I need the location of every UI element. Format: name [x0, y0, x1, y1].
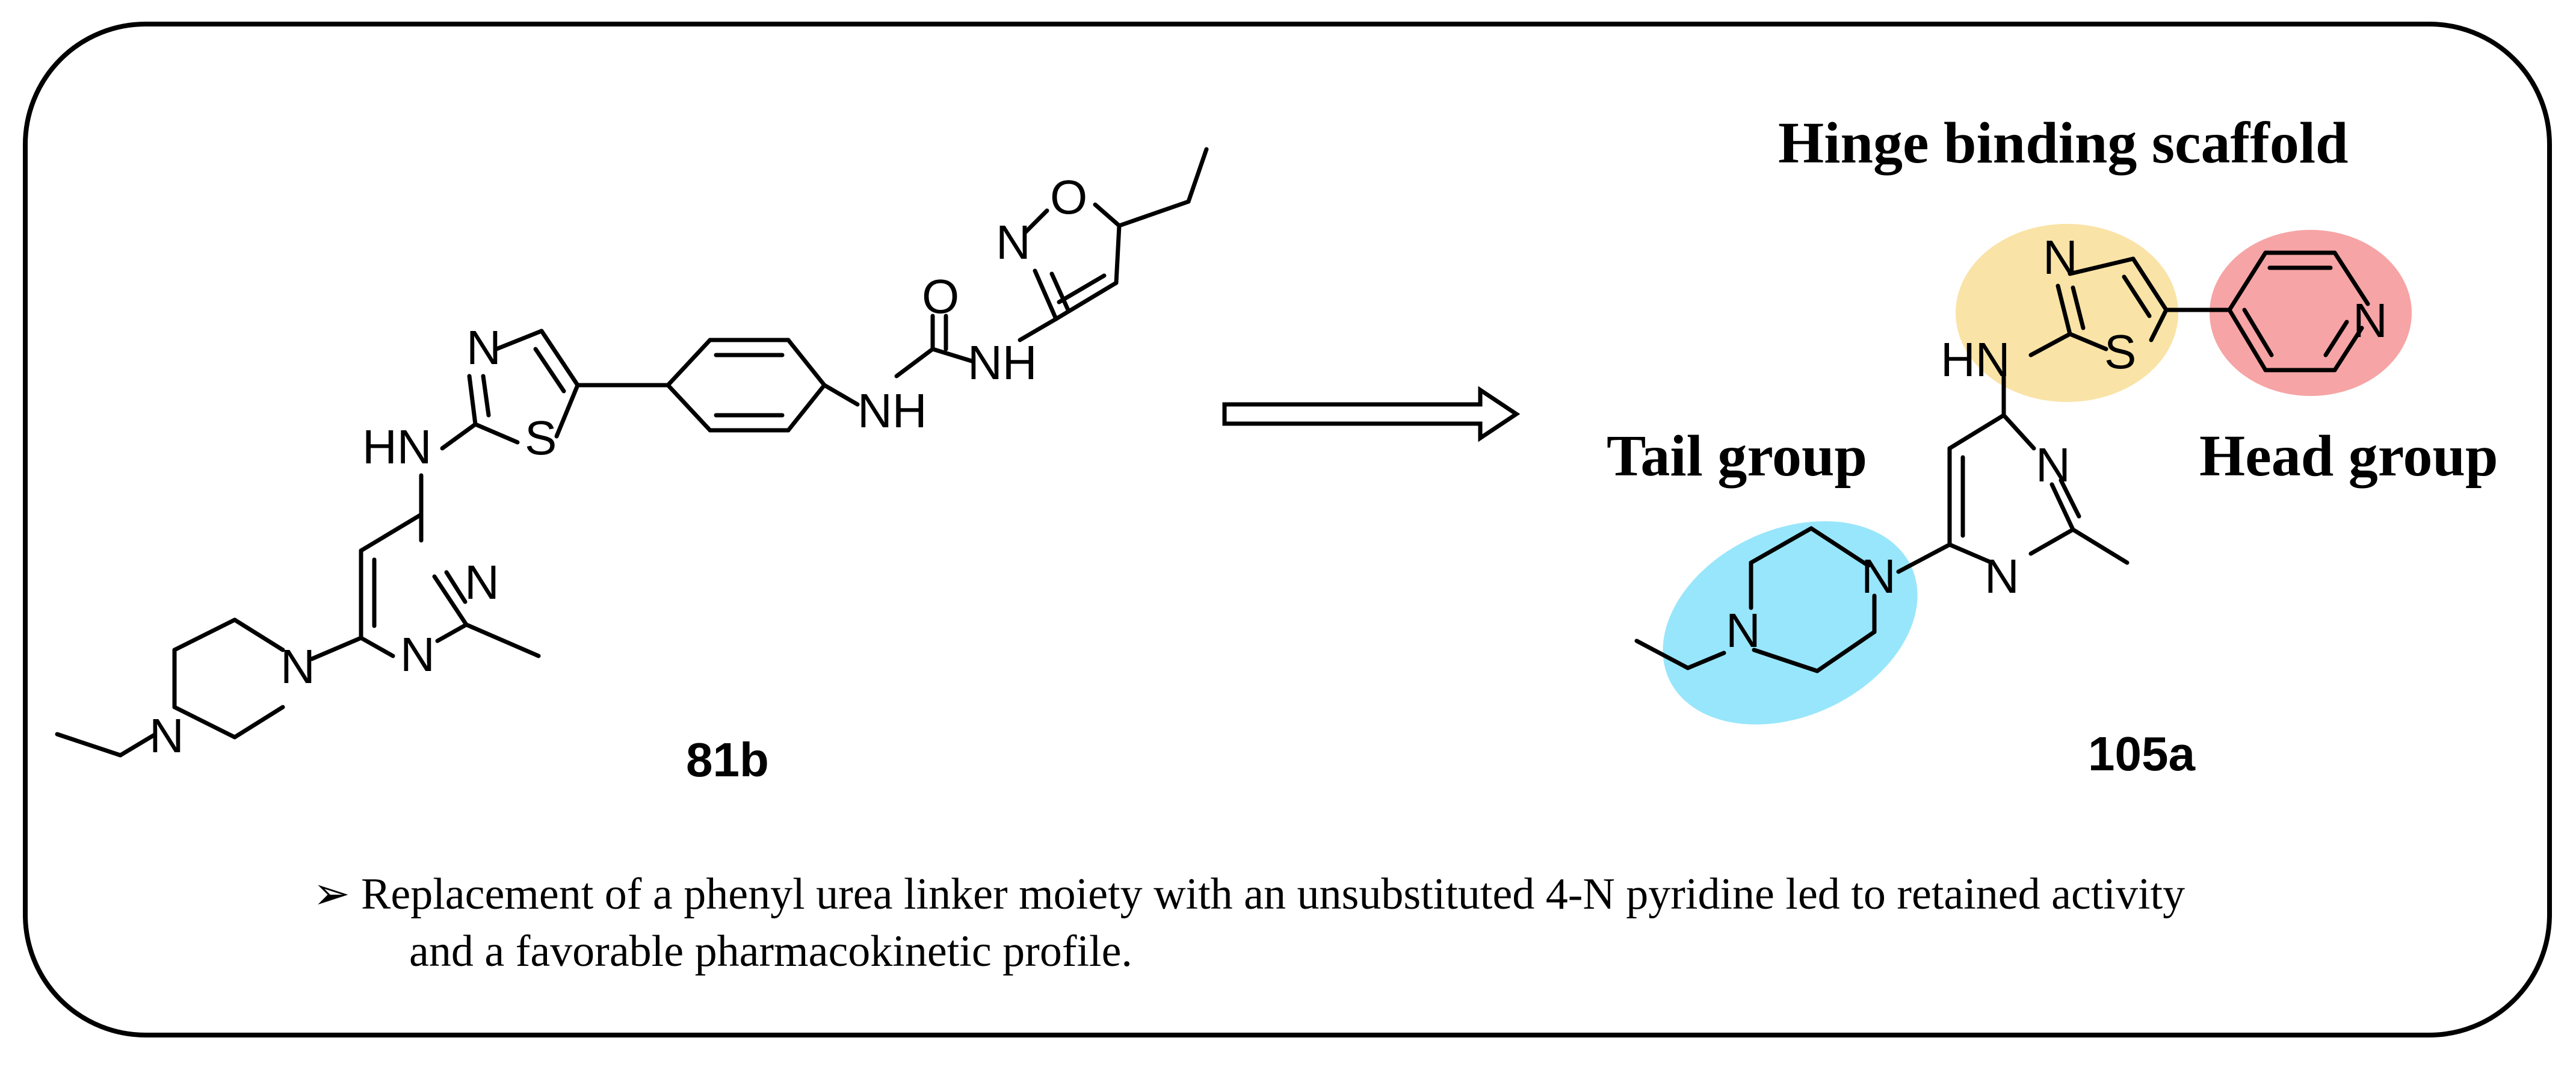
atom-label: N — [1726, 604, 1761, 657]
tail-highlight — [1663, 521, 1918, 725]
atom-label: N — [1985, 549, 2019, 603]
atom-label: N — [466, 321, 501, 374]
molecule-81b: HN N N N N N S NH O NH N O 81b — [55, 147, 1209, 787]
atom-label: HN — [1941, 333, 2010, 386]
frame-border — [23, 22, 2552, 1037]
head-group-label: Head group — [2199, 424, 2498, 489]
atom-label: N — [2036, 438, 2071, 492]
atom-label: NH — [968, 336, 1037, 389]
atom-label: NH — [857, 384, 927, 437]
hinge-highlight — [1956, 224, 2178, 402]
atom-label: N — [2043, 230, 2078, 284]
compound-label-105a: 105a — [2088, 727, 2195, 781]
compound-label-81b: 81b — [686, 733, 769, 787]
molecule-105a: N S HN N N N N N 105a — [1634, 224, 2412, 781]
molecule-81b-bonds — [55, 147, 1209, 758]
head-highlight — [2210, 230, 2412, 396]
atom-label: N — [465, 555, 499, 609]
note-bullet-arrow: ➢ — [313, 870, 350, 919]
atom-label: N — [1861, 549, 1896, 603]
atom-label: S — [525, 411, 557, 465]
retrosynthesis-arrow — [1222, 386, 1521, 442]
hinge-binding-scaffold-label: Hinge binding scaffold — [1778, 111, 2349, 176]
molecule-105a-atoms: N S HN N N N N N — [1726, 230, 2388, 657]
molecule-105a-bonds — [1634, 250, 2370, 673]
molecule-81b-atoms: HN N N N N N S NH O NH N O — [149, 170, 1087, 762]
atom-label: O — [922, 270, 959, 323]
atom-label: N — [149, 709, 184, 762]
tail-group-label: Tail group — [1607, 424, 1867, 489]
note-line-1: Replacement of a phenyl urea linker moie… — [361, 870, 2185, 919]
atom-label: HN — [362, 420, 432, 474]
atom-label: N — [996, 215, 1031, 269]
atom-label: O — [1050, 170, 1087, 224]
note-line-2: and a favorable pharmacokinetic profile. — [409, 927, 1132, 976]
atom-label: N — [280, 640, 315, 693]
atom-label: S — [2104, 325, 2136, 379]
atom-label: N — [2353, 294, 2388, 347]
atom-label: N — [400, 628, 435, 681]
